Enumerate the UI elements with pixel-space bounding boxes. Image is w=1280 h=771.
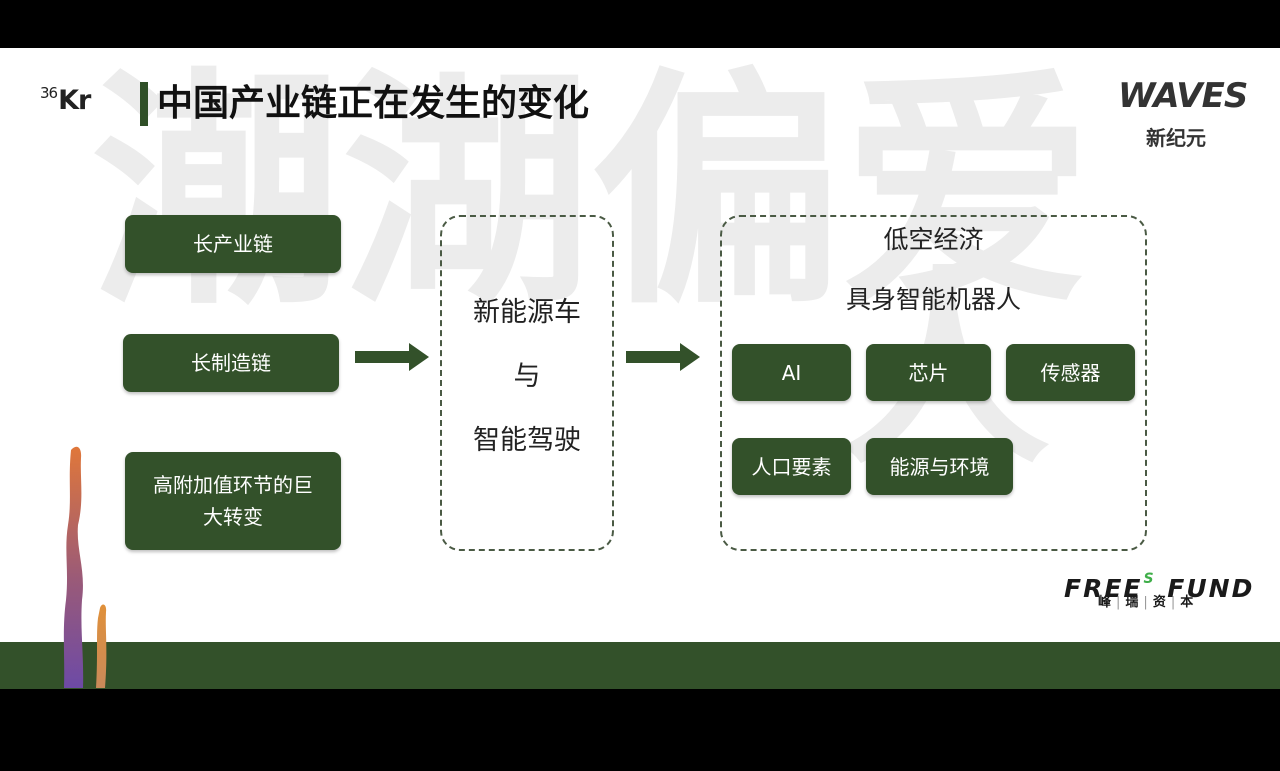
slide-canvas: 潮湖偏爱 人 36Kr 中国产业链正在发生的变化 WAVES 新纪元 长产业链 … (0, 48, 1280, 689)
box-long-industry-chain: 长产业链 (125, 215, 341, 273)
box-high-value-shift: 高附加值环节的巨 大转变 (125, 452, 341, 550)
tag-ai: AI (732, 344, 851, 401)
footer-band (0, 642, 1280, 689)
arrow-right-icon (626, 343, 700, 371)
waves-logo: WAVES (1118, 76, 1248, 116)
title-accent-bar (140, 82, 148, 126)
middle-dashed-box (440, 215, 614, 551)
tag-sensors: 传感器 (1006, 344, 1135, 401)
tag-energy-environment: 能源与环境 (866, 438, 1013, 495)
freesfund-cn-name: 峰|瑞|资|本 (1098, 595, 1196, 610)
page-title: 中国产业链正在发生的变化 (157, 83, 590, 124)
freesfund-cn-char: 瑞 (1125, 595, 1141, 610)
heading-low-altitude-economy: 低空经济 (883, 225, 984, 254)
tag-label: 人口要素 (751, 454, 832, 479)
heading-embodied-ai-robots: 具身智能机器人 (845, 285, 1021, 314)
freesfund-logo-s: S (1143, 571, 1156, 587)
box-label: 高附加值环节的巨 大转变 (153, 473, 313, 529)
decorative-brush-strokes (63, 446, 107, 688)
tag-label: AI (781, 360, 802, 385)
tag-label: 能源与环境 (889, 454, 990, 479)
background-watermark: 潮湖偏爱 (92, 48, 1092, 338)
box-label: 长产业链 (193, 232, 273, 256)
logo-36kr: 36Kr (40, 84, 91, 116)
logo-36kr-number: 36 (40, 84, 58, 102)
middle-text-autonomous-driving: 智能驾驶 (473, 425, 581, 456)
box-long-manufacturing-chain: 长制造链 (123, 334, 339, 392)
tag-chips: 芯片 (866, 344, 991, 401)
right-dashed-box (720, 215, 1147, 551)
logo-36kr-text: Kr (58, 85, 91, 116)
middle-text-and: 与 (513, 361, 541, 392)
freesfund-logo-right: FUND (1167, 574, 1255, 603)
freesfund-logo: FREES FUND (1064, 564, 1254, 604)
tag-population-factors: 人口要素 (732, 438, 851, 495)
tag-label: 传感器 (1040, 360, 1101, 385)
waves-logo-subtitle: 新纪元 (1146, 126, 1206, 150)
arrow-right-icon (355, 343, 429, 371)
freesfund-cn-char: 本 (1180, 595, 1196, 610)
freesfund-cn-char: 资 (1152, 595, 1168, 610)
middle-text-ev: 新能源车 (473, 297, 581, 328)
freesfund-cn-char: 峰 (1098, 595, 1114, 610)
freesfund-logo-left: FREE (1064, 574, 1143, 603)
box-label: 长制造链 (191, 351, 271, 375)
tag-label: 芯片 (908, 360, 949, 385)
